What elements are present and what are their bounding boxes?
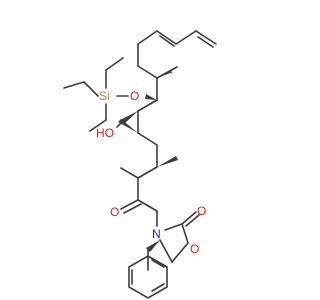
molecule-drawing: O Si HO O N O O — [63, 30, 217, 299]
ring-nitrogen-label: N — [152, 227, 161, 241]
benzyl-wedge — [146, 240, 160, 252]
structure-canvas: O Si HO O N O O — [63, 30, 217, 299]
benzene-ring — [128, 255, 168, 299]
acyl-oxygen-label: O — [110, 205, 119, 219]
ring-carbonyl-oxygen-label: O — [197, 204, 206, 218]
diene-chain — [137, 30, 217, 79]
methyl-wedge-2 — [118, 119, 138, 133]
triethylsilyl-group — [63, 57, 158, 132]
ring-oxygen-label: O — [190, 242, 199, 256]
carbonyl-group — [120, 199, 158, 227]
silicon-label: Si — [99, 89, 110, 103]
silyl-ether-wedge — [145, 94, 157, 100]
methyl-wedge-3 — [157, 156, 178, 167]
hydroxyl-label: HO — [96, 126, 114, 140]
methyl-groups — [116, 66, 178, 167]
oxazolidinone-ring — [146, 211, 200, 271]
silyl-ether-oxygen-label: O — [130, 89, 139, 103]
hydroxyl-wedge — [120, 111, 138, 124]
